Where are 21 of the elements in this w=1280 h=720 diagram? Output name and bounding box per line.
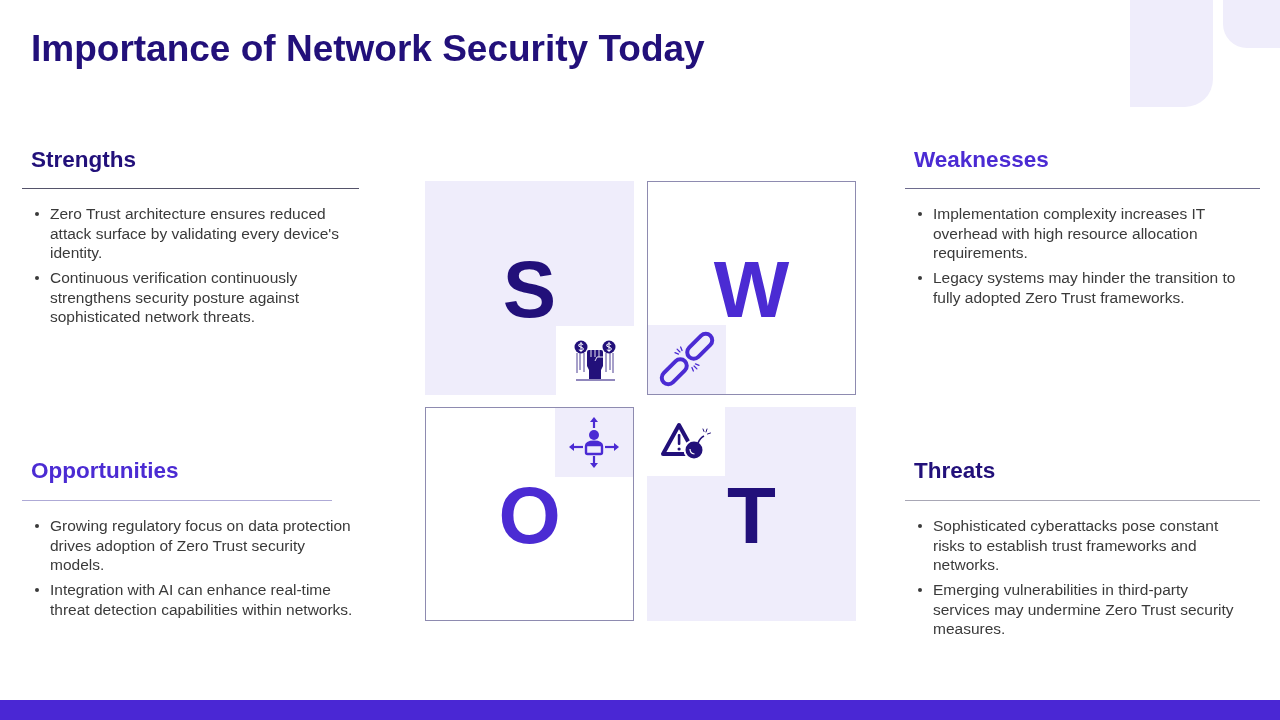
swot-quadrant (647, 407, 856, 621)
section-heading: Weaknesses (914, 147, 1050, 173)
swot-quadrant (647, 181, 856, 395)
swot-quadrant (425, 407, 634, 621)
bullet-point: Continuous verification continuously strengthens security posture against sophisticated network threats. (34, 268, 360, 327)
bullet-point: Legacy systems may hinder the transition to fully adopted Zero Trust frameworks. (917, 268, 1243, 307)
quadrant-letter: T (727, 476, 776, 556)
bullet-point: Integration with AI can enhance real-time threat detection capabilities within networks. (34, 580, 360, 619)
section-heading: Strengths (31, 147, 137, 173)
bullet-point: Growing regulatory focus on data protection drives adoption of Zero Trust security models. (34, 516, 360, 575)
bullet-point: Emerging vulnerabilities in third-party services may undermine Zero Trust security measures. (917, 580, 1243, 639)
swot-quadrant (425, 181, 634, 395)
section-heading: Opportunities (31, 458, 180, 484)
section-heading: Threats (914, 458, 997, 484)
slide-title: Importance of Network Security Today (31, 27, 705, 71)
bullet-point: Zero Trust architecture ensures reduced attack surface by validating every device's identity. (34, 204, 360, 263)
quadrant-letter: O (498, 476, 561, 556)
quadrant-letter: W (713, 250, 790, 330)
quadrant-letter: S (502, 250, 557, 330)
bullet-point: Sophisticated cyberattacks pose constant risks to establish trust frameworks and networks. (917, 516, 1243, 575)
bullet-point: Implementation complexity increases IT overhead with high resource allocation requirements. (917, 204, 1243, 263)
